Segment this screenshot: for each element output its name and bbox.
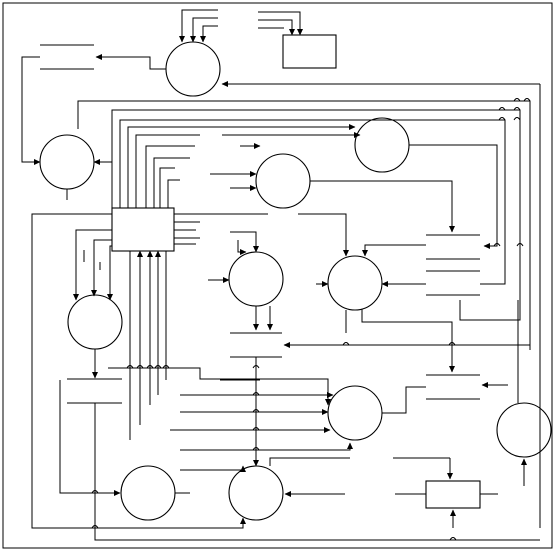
flow-feed-1 <box>77 100 531 350</box>
flow-center-upper-out <box>310 180 455 233</box>
process-circle-bottom-center <box>228 465 284 521</box>
flow-store-left-down <box>94 403 540 541</box>
process-circle-center <box>228 251 284 307</box>
flow-hub-center-upper-1 <box>145 146 260 208</box>
entity-boxes <box>111 34 481 509</box>
process-circle-center-right <box>327 255 383 311</box>
flow-left-to-bottom-left <box>59 380 121 496</box>
flow-hub-upper-right-1 <box>127 124 356 208</box>
flow-lower-center-out <box>382 386 426 414</box>
crossing-hump <box>498 98 531 121</box>
flow-bus-1 <box>108 367 331 406</box>
flow-center-in-2 <box>230 231 259 253</box>
flow-top-in-2 <box>190 17 218 43</box>
flow-top-in-3 <box>200 25 218 43</box>
process-circle-center-upper <box>255 153 311 209</box>
store-left-lower <box>67 378 122 404</box>
crossing-hump <box>126 365 170 369</box>
flow-box-in-1 <box>258 11 303 36</box>
crossing-hump <box>91 392 457 541</box>
store-top-left <box>40 44 94 70</box>
flow-hub-left-1 <box>31 213 246 529</box>
crossing-hump <box>252 243 524 369</box>
flow-bus-5 <box>180 442 353 451</box>
process-circle-upper-right <box>354 117 410 173</box>
process-circle-bottom-left <box>120 465 176 521</box>
process-nodes <box>39 41 552 521</box>
process-circle-lower-center <box>327 385 383 441</box>
flow-hub-left-3 <box>91 239 112 297</box>
flow-hub-right-1 <box>174 213 346 256</box>
flow-box-in-2 <box>258 19 295 36</box>
entity-box-bottom-right <box>425 480 481 509</box>
data-stores <box>40 44 480 459</box>
flow-bottom-center-top <box>269 457 350 466</box>
flow-store-to-bottom-center <box>180 465 246 472</box>
flow-store-to-center-right <box>362 244 426 257</box>
process-circle-left <box>39 134 95 190</box>
flow-center-right-down <box>361 309 455 373</box>
flow-hub-center-upper-2 <box>153 157 256 208</box>
flow-upper-right-out <box>409 144 498 249</box>
store-right-upper <box>426 234 480 296</box>
entity-box-top-right <box>282 34 337 69</box>
connector-lines <box>21 9 541 541</box>
hub-box <box>111 207 175 252</box>
store-center <box>230 332 282 358</box>
process-circle-lower-left <box>67 294 123 350</box>
flow-hub-center-upper-4 <box>167 179 180 208</box>
flow-top-in-1 <box>179 9 218 43</box>
flow-hub-left-4 <box>107 245 113 301</box>
flow-store-to-left <box>21 56 41 165</box>
flow-hub-upper-right-2 <box>135 135 360 208</box>
flow-hub-left-2 <box>73 229 112 301</box>
process-circle-top <box>165 41 221 97</box>
process-circle-right <box>496 402 552 458</box>
flow-feed-2 <box>111 109 521 321</box>
store-right-middle <box>426 374 480 400</box>
flow-hub-center-upper-3 <box>159 167 256 208</box>
line-crossings <box>91 98 531 541</box>
flow-top-to-store <box>95 54 166 70</box>
flow-center-in-1 <box>237 240 247 255</box>
flow-hub-left-5 <box>83 250 101 270</box>
